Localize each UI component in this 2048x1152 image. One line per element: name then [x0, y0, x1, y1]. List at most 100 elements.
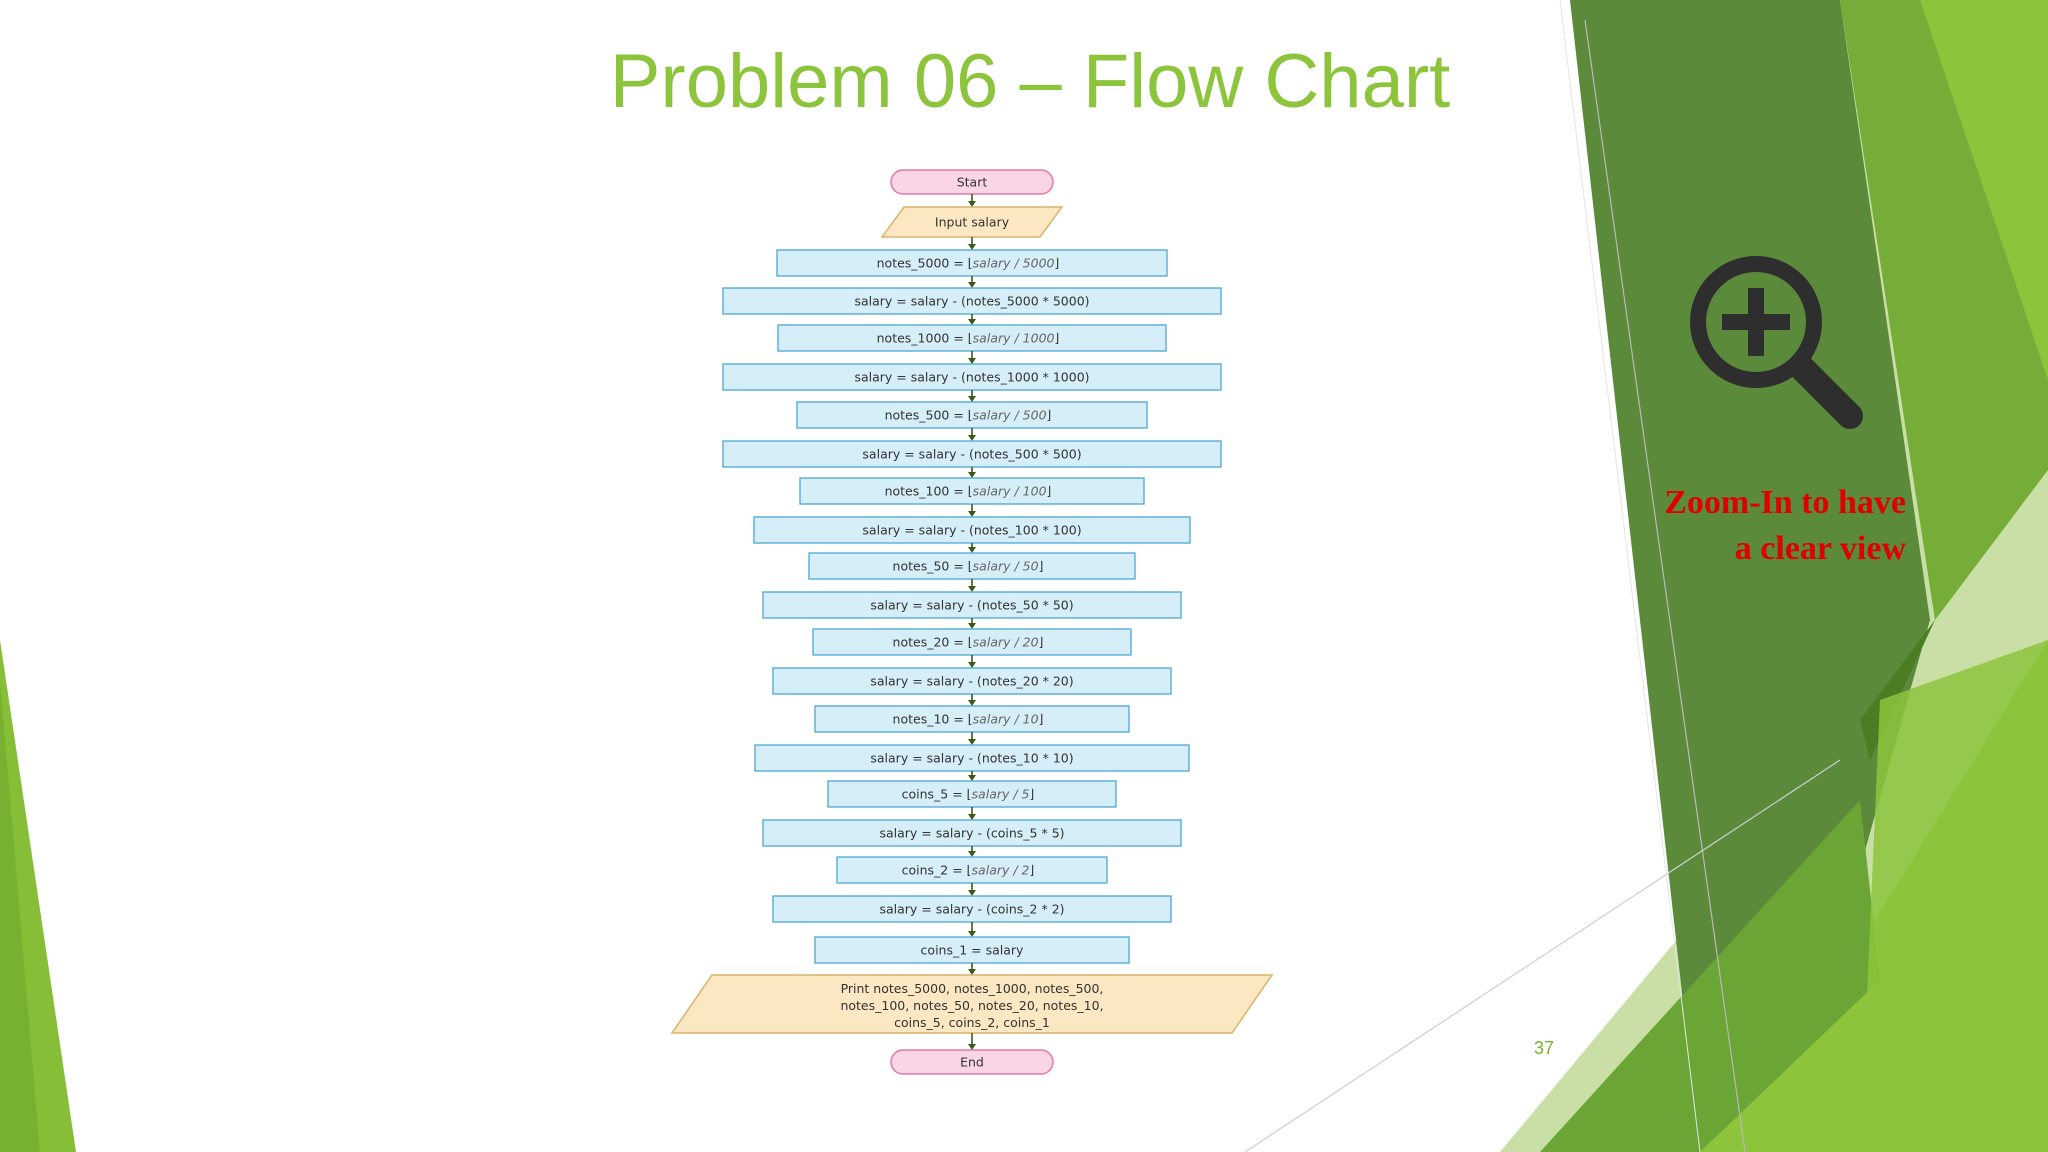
flowchart-node-floor: coins_2 = ⌊salary / 2⌋ [836, 856, 1108, 884]
node-label: salary = salary - (notes_10 * 10) [870, 751, 1073, 766]
process-shape [814, 705, 1130, 733]
flowchart-node-process: coins_1 = salary [814, 936, 1130, 964]
flowchart-node-floor: notes_500 = ⌊salary / 500⌋ [796, 401, 1148, 429]
process-shape [777, 324, 1167, 352]
node-label-floor-expr: salary / 5 [972, 787, 1030, 802]
node-label-lhs: notes_1000 = ⌊ [877, 331, 973, 346]
node-label: Start [957, 175, 988, 190]
flowchart-node-floor: notes_5000 = ⌊salary / 5000⌋ [776, 249, 1168, 277]
io-shape [670, 974, 1274, 1034]
node-label: salary = salary - (notes_20 * 20) [870, 674, 1073, 689]
flow-arrow-head [968, 282, 976, 288]
flow-arrow-head [968, 814, 976, 820]
node-label-floor-expr: salary / 5000 [973, 256, 1055, 271]
node-label-floor-expr: salary / 2 [972, 863, 1030, 878]
node-label: notes_10 = ⌊salary / 10⌋ [893, 712, 1044, 727]
node-label: notes_5000 = ⌊salary / 5000⌋ [877, 256, 1060, 271]
process-shape [812, 628, 1132, 656]
node-label-lhs: notes_50 = ⌊ [893, 559, 973, 574]
flowchart-node-floor: notes_10 = ⌊salary / 10⌋ [814, 705, 1130, 733]
node-label: notes_500 = ⌊salary / 500⌋ [885, 408, 1052, 423]
process-shape [762, 819, 1182, 847]
node-label-lhs: notes_100 = ⌊ [885, 484, 973, 499]
process-shape [776, 249, 1168, 277]
flow-arrow-head [968, 700, 976, 706]
node-label: salary = salary - (notes_1000 * 1000) [854, 370, 1089, 385]
node-label: salary = salary - (notes_50 * 50) [870, 598, 1073, 613]
flow-arrow-head [968, 511, 976, 517]
flow-arrow-head [968, 358, 976, 364]
node-label-lhs: coins_5 = ⌊ [902, 787, 972, 802]
node-label: coins_2 = ⌊salary / 2⌋ [902, 863, 1035, 878]
flowchart-node-process: salary = salary - (notes_5000 * 5000) [722, 287, 1222, 315]
process-shape [827, 780, 1117, 808]
flowchart-node-floor: coins_5 = ⌊salary / 5⌋ [827, 780, 1117, 808]
process-shape [753, 516, 1191, 544]
flowchart-node-process: salary = salary - (notes_1000 * 1000) [722, 363, 1222, 391]
node-label: notes_1000 = ⌊salary / 1000⌋ [877, 331, 1060, 346]
flow-arrow-head [968, 969, 976, 975]
flow-arrow-head [968, 319, 976, 325]
node-label: salary = salary - (notes_500 * 500) [862, 447, 1081, 462]
process-shape [808, 552, 1136, 580]
node-label-close: ⌋ [1047, 484, 1052, 499]
node-label-lhs: notes_20 = ⌊ [893, 635, 973, 650]
flow-arrow-head [968, 201, 976, 207]
page-number: 37 [1534, 1038, 1555, 1058]
flowchart-node-io: Input salary [880, 206, 1064, 238]
flow-arrow-head [968, 547, 976, 553]
node-label-floor-expr: salary / 10 [973, 712, 1039, 727]
flowchart-node-process: salary = salary - (notes_50 * 50) [762, 591, 1182, 619]
flowchart-node-process: salary = salary - (coins_2 * 2) [772, 895, 1172, 923]
zoom-hint-text: Zoom-In to have a clear view [1560, 480, 1906, 572]
node-label-floor-expr: salary / 50 [973, 559, 1039, 574]
flowchart-node-process: salary = salary - (notes_20 * 20) [772, 667, 1172, 695]
node-label: Input salary [935, 215, 1010, 230]
node-label: notes_50 = ⌊salary / 50⌋ [893, 559, 1044, 574]
node-label-close: ⌋ [1030, 863, 1035, 878]
node-label: notes_100 = ⌊salary / 100⌋ [885, 484, 1052, 499]
node-label: salary = salary - (notes_5000 * 5000) [854, 294, 1089, 309]
flowchart-node-floor: notes_50 = ⌊salary / 50⌋ [808, 552, 1136, 580]
flow-arrow-head [968, 931, 976, 937]
flowchart-node-floor: notes_100 = ⌊salary / 100⌋ [799, 477, 1145, 505]
node-label-lhs: notes_10 = ⌊ [893, 712, 973, 727]
flow-arrow-head [968, 244, 976, 250]
node-label-lhs: notes_5000 = ⌊ [877, 256, 973, 271]
flow-arrow-head [968, 623, 976, 629]
process-shape [814, 936, 1130, 964]
flow-arrow-head [968, 739, 976, 745]
node-label: coins_5 = ⌊salary / 5⌋ [902, 787, 1035, 802]
flowchart-node-process: salary = salary - (notes_500 * 500) [722, 440, 1222, 468]
node-label-close: ⌋ [1054, 256, 1059, 271]
flow-arrow-head [968, 586, 976, 592]
node-label: coins_1 = salary [921, 943, 1024, 958]
node-label: salary = salary - (coins_2 * 2) [879, 902, 1064, 917]
process-shape [762, 591, 1182, 619]
flow-arrow-head [968, 472, 976, 478]
node-label-close: ⌋ [1054, 331, 1059, 346]
flowchart-node-process: salary = salary - (coins_5 * 5) [762, 819, 1182, 847]
flowchart-node-process: salary = salary - (notes_100 * 100) [753, 516, 1191, 544]
node-label-lhs: coins_2 = ⌊ [902, 863, 972, 878]
process-shape [799, 477, 1145, 505]
node-label-close: ⌋ [1039, 635, 1044, 650]
flow-arrow-head [968, 435, 976, 441]
node-label-close: ⌋ [1039, 712, 1044, 727]
flowchart-node-floor: notes_20 = ⌊salary / 20⌋ [812, 628, 1132, 656]
flowchart-node-terminal: Start [890, 169, 1054, 195]
node-label: End [960, 1055, 984, 1070]
node-label: salary = salary - (notes_100 * 100) [862, 523, 1081, 538]
node-label-close: ⌋ [1030, 787, 1035, 802]
process-shape [722, 287, 1222, 315]
node-label-line: notes_100, notes_50, notes_20, notes_10, [840, 998, 1103, 1013]
flowchart-node-io: Print notes_5000, notes_1000, notes_500,… [670, 974, 1274, 1034]
node-label-lhs: notes_500 = ⌊ [885, 408, 973, 423]
flow-arrow-head [968, 890, 976, 896]
flowchart-node-process: salary = salary - (notes_10 * 10) [754, 744, 1190, 772]
node-label-close: ⌋ [1039, 559, 1044, 574]
node-label: salary = salary - (coins_5 * 5) [879, 826, 1064, 841]
node-label-floor-expr: salary / 1000 [973, 331, 1055, 346]
